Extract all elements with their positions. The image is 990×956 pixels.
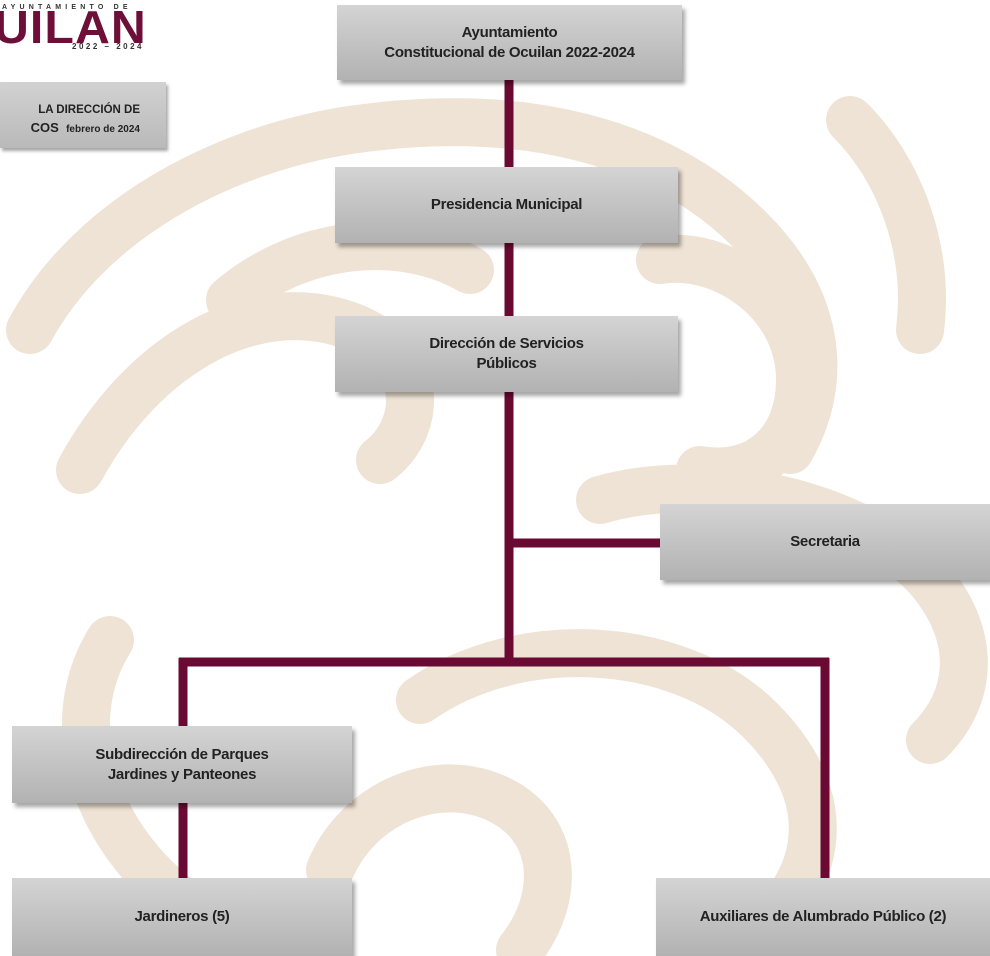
logo-top-text: AYUNTAMIENTO DE — [2, 4, 132, 11]
logo-wordmark: UILAN — [0, 1, 147, 53]
box-subdireccion-label: Subdirección de Parques Jardines y Pante… — [95, 745, 269, 783]
box-secretaria-label: Secretaria — [790, 533, 860, 550]
box-auxiliares-label: Auxiliares de Alumbrado Público (2) — [699, 908, 947, 925]
box-direccion: Dirección de Servicios Públicos — [335, 316, 678, 392]
chart-subtitle-box: LA DIRECCIÓN DE COS febrero de 2024 — [0, 82, 166, 148]
subtitle-line2: COS febrero de 2024 — [31, 120, 140, 135]
box-ayuntamiento: Ayuntamiento Constitucional de Ocuilan 2… — [337, 5, 682, 80]
logo-years: 2022 – 2024 — [72, 42, 144, 51]
box-subdireccion: Subdirección de Parques Jardines y Pante… — [12, 726, 352, 803]
subtitle-date: febrero de 2024 — [66, 124, 140, 135]
box-presidencia: Presidencia Municipal — [335, 167, 678, 243]
logo: AYUNTAMIENTO DE UILAN 2022 – 2024 — [0, 0, 170, 60]
subtitle-line1: LA DIRECCIÓN DE — [38, 104, 140, 116]
box-auxiliares: Auxiliares de Alumbrado Público (2) — [656, 878, 990, 956]
box-direccion-label: Dirección de Servicios Públicos — [429, 335, 584, 372]
subtitle-line2-main: COS — [30, 120, 59, 135]
box-presidencia-label: Presidencia Municipal — [430, 196, 583, 213]
box-ayuntamiento-label: Ayuntamiento Constitucional de Ocuilan 2… — [384, 23, 635, 61]
box-jardineros: Jardineros (5) — [12, 878, 352, 956]
box-jardineros-label: Jardineros (5) — [134, 908, 230, 925]
box-secretaria: Secretaria — [660, 504, 990, 580]
